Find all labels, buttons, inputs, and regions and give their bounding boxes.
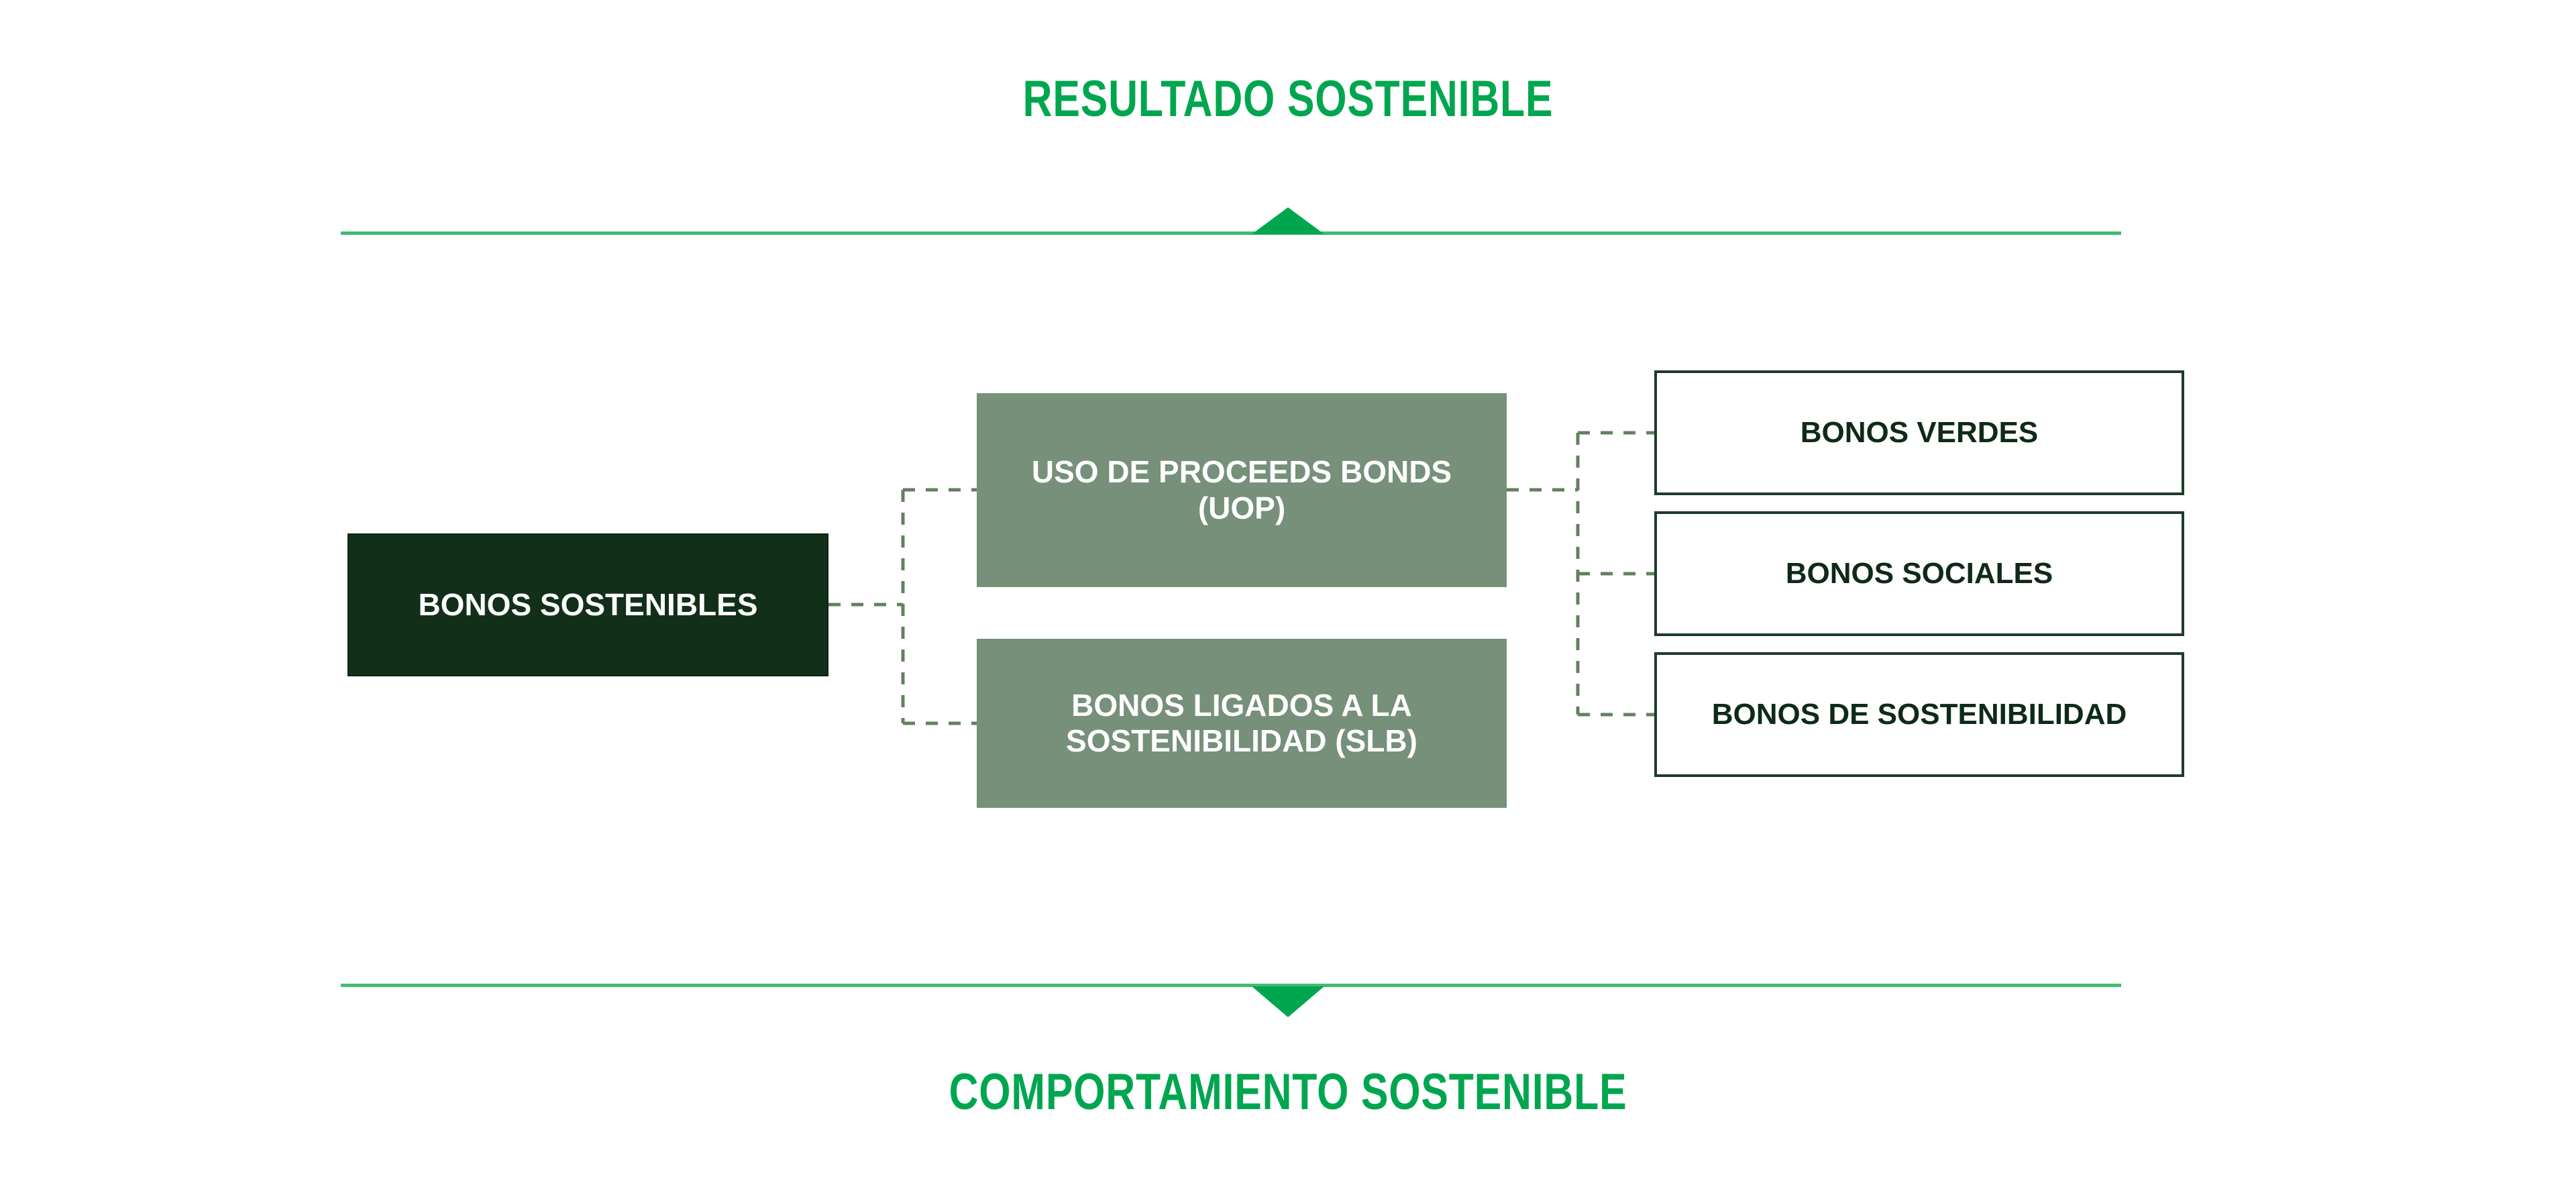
- node-bonos-verdes[interactable]: BONOS VERDES: [1654, 370, 2184, 495]
- triangle-up-icon: [1252, 207, 1324, 234]
- top-section-title: RESULTADO SOSTENIBLE: [1022, 70, 1554, 127]
- triangle-down-icon: [1252, 986, 1324, 1017]
- node-bonos-de-sostenibilidad[interactable]: BONOS DE SOSTENIBILIDAD: [1654, 652, 2184, 777]
- bottom-divider-line: [341, 984, 2121, 987]
- bottom-section-title: COMPORTAMIENTO SOSTENIBLE: [949, 1064, 1627, 1121]
- node-bonos-ligados-a-la-sostenibilidad[interactable]: BONOS LIGADOS A LA SOSTENIBILIDAD (SLB): [977, 639, 1507, 808]
- node-bonos-sociales[interactable]: BONOS SOCIALES: [1654, 511, 2184, 636]
- node-bonos-sostenibles[interactable]: BONOS SOSTENIBLES: [347, 533, 828, 676]
- top-divider-line: [341, 231, 2121, 235]
- node-uso-de-proceeds-bonds[interactable]: USO DE PROCEEDS BONDS (UOP): [977, 393, 1507, 587]
